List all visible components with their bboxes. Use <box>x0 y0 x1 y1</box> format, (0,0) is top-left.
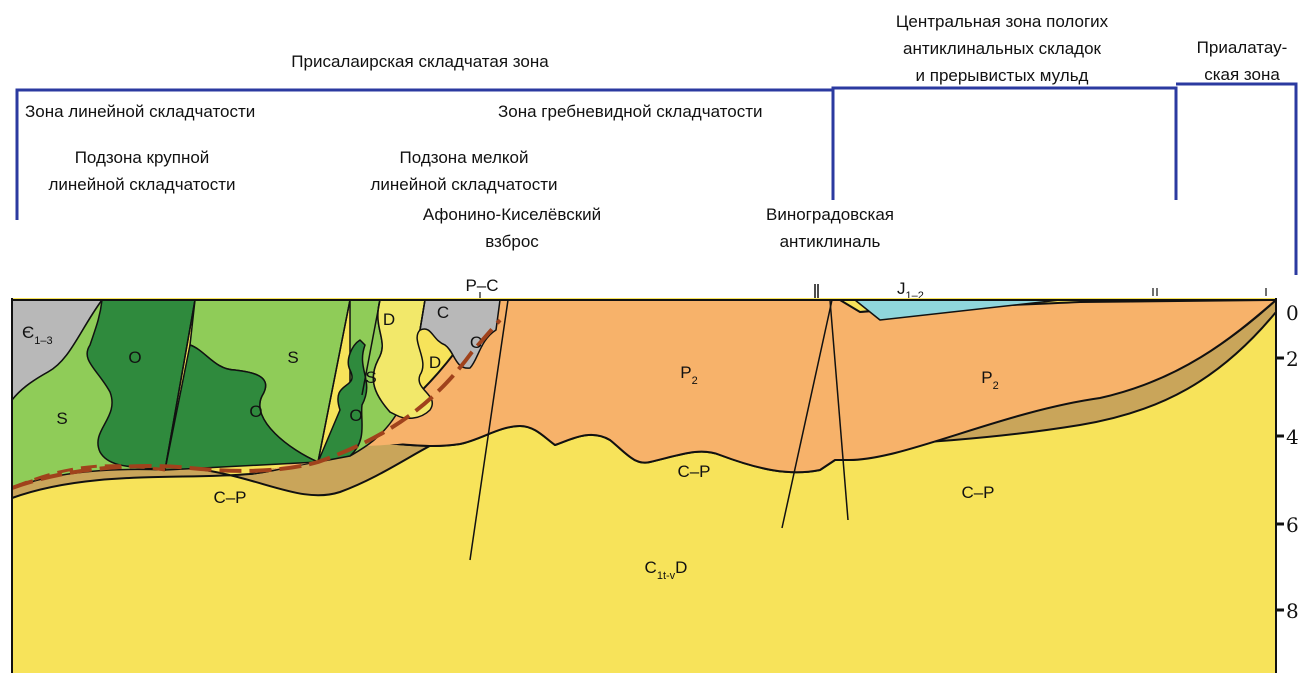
depth-label-4: 4 <box>1286 425 1299 449</box>
prialatau-zone-title-line1: Приалатау- <box>1197 38 1288 57</box>
central-zone-bracket <box>833 88 1176 200</box>
small-linear-subzone-line2: линейной складчатости <box>370 175 557 194</box>
depth-label-6: 6 <box>1286 513 1299 537</box>
afonino-fault-line1: Афонино-Киселёвский <box>423 205 601 224</box>
vinogradovo-anticline-line1: Виноградовская <box>766 205 894 224</box>
label-permian-right-base: P <box>981 368 992 387</box>
prisalair-zone-title: Присалаирская складчатая зона <box>291 52 549 71</box>
vinogradovo-anticline-line2: антиклиналь <box>780 232 881 251</box>
depth-scale: 0 2 4 6 8 <box>1276 300 1299 673</box>
label-carboniferous-2: C <box>470 333 482 352</box>
label-ordovician-center: O <box>249 402 262 421</box>
label-ordovician-left: O <box>128 348 141 367</box>
label-permian-left-sub: 2 <box>692 375 698 387</box>
label-silurian-center: S <box>287 348 298 367</box>
label-devonian-1: D <box>383 310 395 329</box>
central-zone-title-line2: антиклинальных складок <box>903 39 1101 58</box>
label-silurian-left: S <box>56 409 67 428</box>
label-silurian-small: S <box>365 368 376 387</box>
central-zone-title-line1: Центральная зона пологих <box>896 12 1109 31</box>
section-body <box>12 298 1276 673</box>
label-ordovician-small: O <box>349 406 362 425</box>
label-c1tv-d-tail: D <box>675 558 687 577</box>
label-permian-left-base: P <box>680 363 691 382</box>
label-cambrian-base: Є <box>22 323 34 342</box>
depth-label-0: 0 <box>1286 301 1299 325</box>
label-c1tv-d-base: C <box>645 558 657 577</box>
label-carboniferous-1: C <box>437 303 449 322</box>
label-c-p-left: C–P <box>213 488 246 507</box>
label-c-p-right: C–P <box>961 483 994 502</box>
large-linear-subzone-line2: линейной складчатости <box>48 175 235 194</box>
depth-label-8: 8 <box>1286 599 1299 623</box>
label-c1tv-d-sub: 1t-v <box>657 570 676 582</box>
comb-folding-zone-title: Зона гребневидной складчатости <box>498 102 763 121</box>
central-zone-title-line3: и прерывистых мульд <box>916 66 1089 85</box>
depth-label-2: 2 <box>1286 347 1299 371</box>
afonino-fault-line2: взброс <box>485 232 539 251</box>
p-c-mark: P–C <box>465 276 498 295</box>
j-mark-base: J <box>897 279 906 298</box>
linear-folding-zone-title: Зона линейной складчатости <box>25 102 255 121</box>
small-linear-subzone-line1: Подзона мелкой <box>400 148 529 167</box>
label-devonian-2: D <box>429 353 441 372</box>
label-permian-right-sub: 2 <box>993 380 999 392</box>
large-linear-subzone-line1: Подзона крупной <box>75 148 210 167</box>
label-c-p-center: C–P <box>677 462 710 481</box>
prialatau-zone-title-line2: ская зона <box>1204 65 1280 84</box>
prialatau-zone-bracket <box>1176 84 1296 275</box>
label-cambrian-sub: 1–3 <box>34 335 52 347</box>
